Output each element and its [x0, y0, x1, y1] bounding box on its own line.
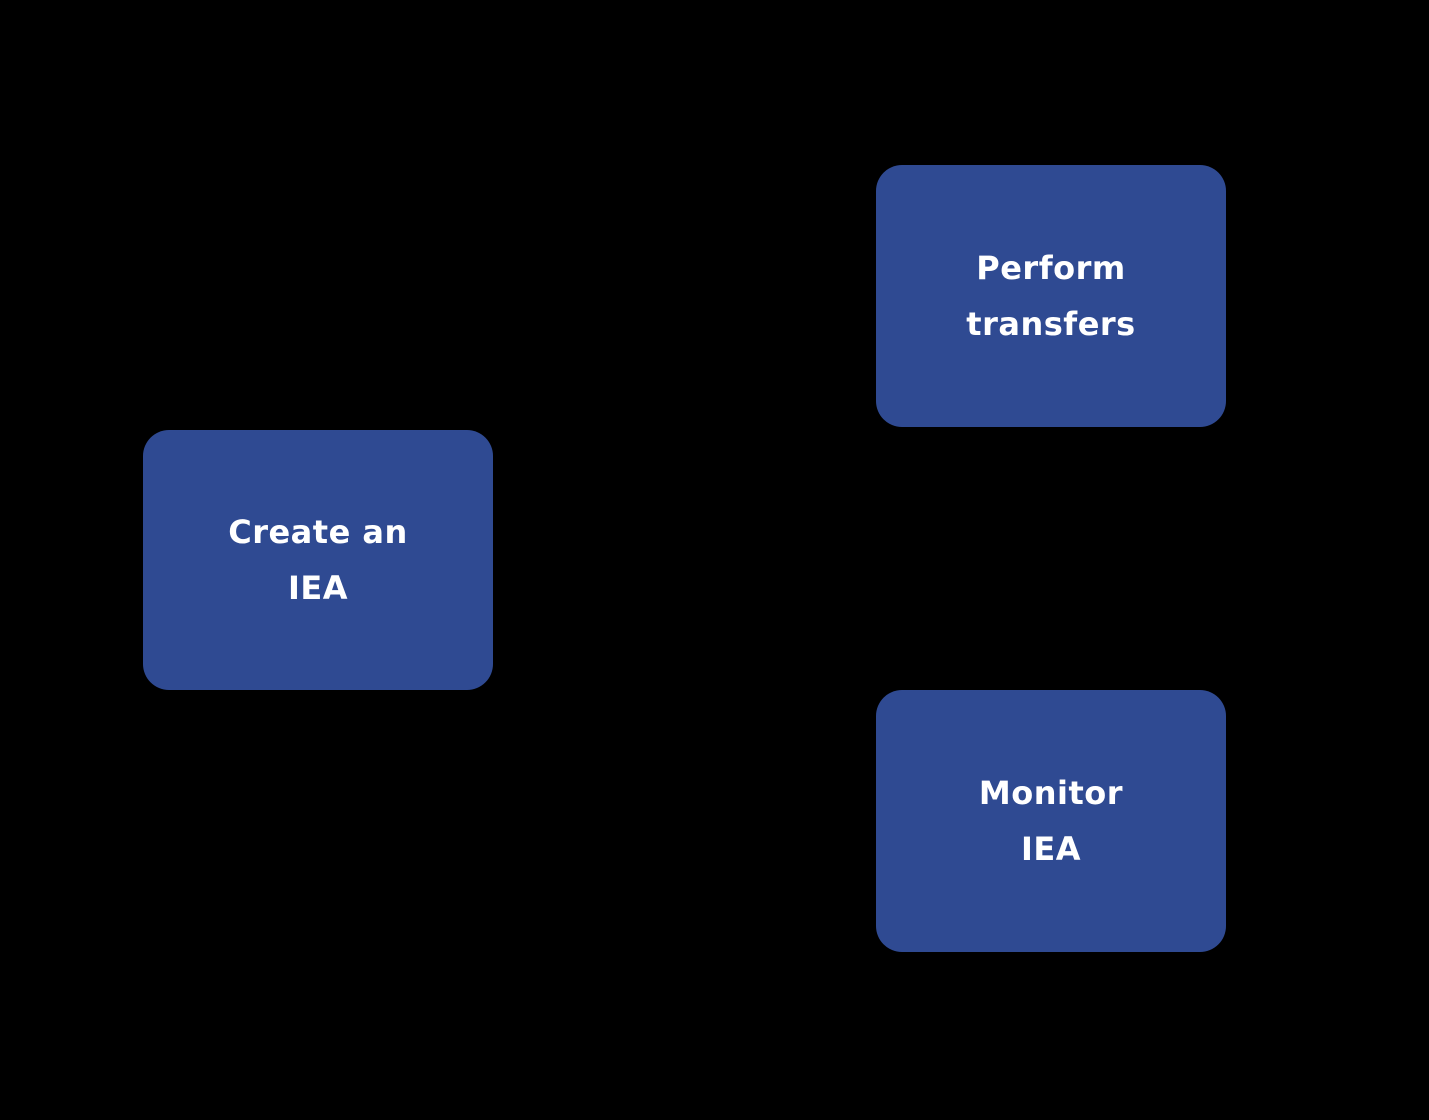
node-label-line: IEA: [1020, 830, 1082, 868]
node-monitor-iea: Monitor IEA: [876, 690, 1226, 952]
node-label-line: Create an: [228, 513, 408, 551]
node-create-an-iea: Create an IEA: [143, 430, 493, 690]
node-perform-transfers: Perform transfers: [876, 165, 1226, 427]
node-label-line: Perform: [976, 249, 1126, 287]
node-label-line: transfers: [966, 305, 1136, 343]
node-label-line: IEA: [287, 569, 349, 607]
node-label-line: Monitor: [978, 774, 1124, 812]
